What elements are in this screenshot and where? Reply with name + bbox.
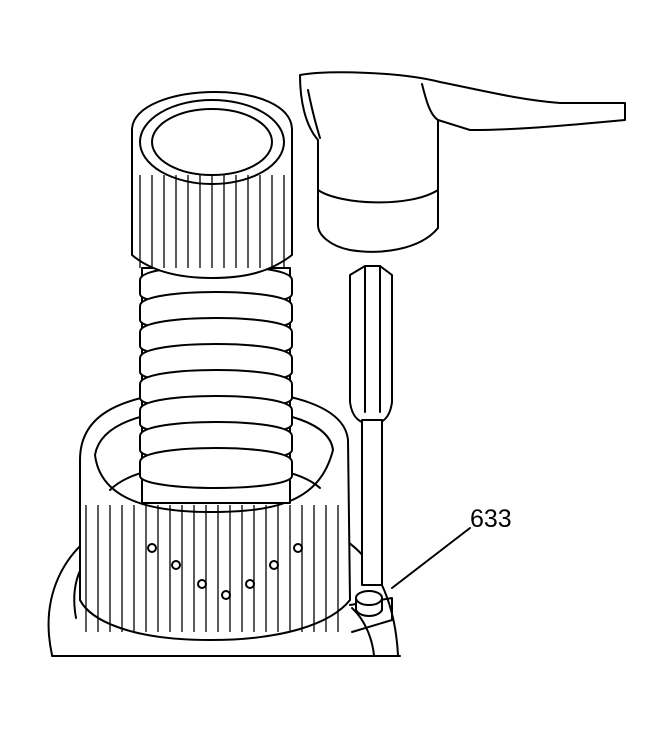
- seal-rings: [139, 265, 293, 489]
- center-shaft: [139, 265, 293, 504]
- drum-splines: [85, 505, 339, 632]
- punch-driver: [349, 265, 393, 586]
- top-splined-hub: [131, 91, 293, 279]
- seal-ring: [139, 447, 293, 489]
- hub-splines: [139, 175, 285, 268]
- hammer: [299, 71, 626, 253]
- drum-holes: [147, 543, 303, 600]
- part-633: [355, 590, 383, 617]
- callout-label: 633: [470, 505, 512, 533]
- callout-633: 633: [391, 505, 512, 589]
